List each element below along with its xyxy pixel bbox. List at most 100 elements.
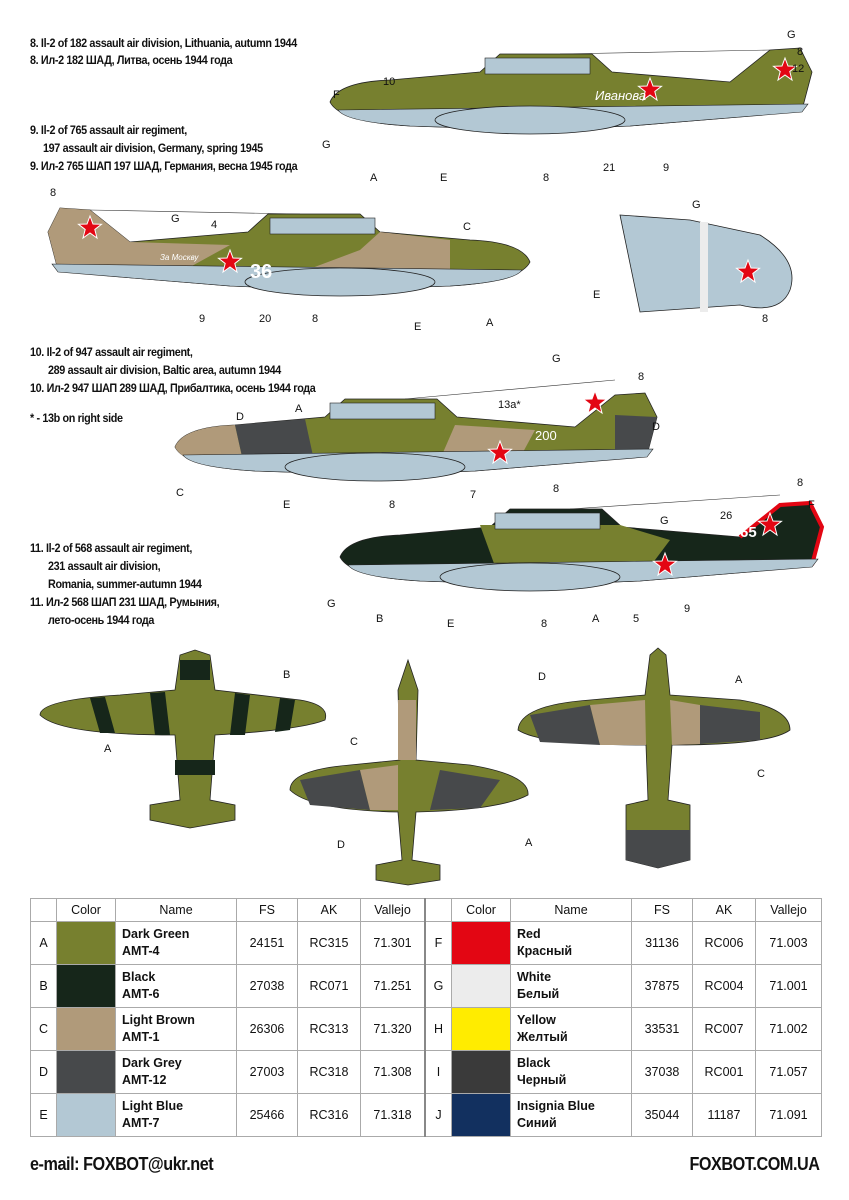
caption-10-ru: 10. Ил-2 947 ШАП 289 ШАД, Прибалтика, ос…	[30, 381, 316, 395]
caption-8-ru: 8. Ил-2 182 ШАД, Литва, осень 1944 года	[30, 53, 233, 67]
callout-label: D	[652, 421, 660, 433]
color-code: H	[424, 1007, 452, 1051]
aircraft-code-200: 200	[535, 428, 557, 443]
color-code: I	[424, 1050, 452, 1094]
callout-label: 26	[720, 510, 732, 522]
callout-label: C	[350, 736, 358, 748]
color-name-en: Light Blue	[122, 1099, 184, 1113]
fs-code: 37875	[631, 964, 693, 1008]
aircraft-code-36: 36	[250, 261, 272, 283]
footnote-13b: * - 13b on right side	[30, 411, 123, 425]
ak-code: RC315	[297, 921, 361, 965]
fs-code: 27003	[236, 1050, 298, 1094]
slogan-marking: За Москву	[160, 253, 199, 262]
ak-code: RC001	[692, 1050, 756, 1094]
callout-label: 8	[553, 483, 559, 495]
callout-label: 9	[663, 162, 669, 174]
profile-11: 65	[339, 494, 825, 592]
callout-label: 8	[797, 46, 803, 58]
footer-email: e-mail: FOXBOT@ukr.net	[30, 1154, 214, 1174]
fs-code: 27038	[236, 964, 298, 1008]
callout-label: 10	[383, 76, 395, 88]
callout-label: 8	[50, 187, 56, 199]
fs-code: 25466	[236, 1093, 298, 1137]
callout-label: A	[592, 613, 600, 625]
ak-code: 11187	[692, 1093, 756, 1137]
color-name-alt: Желтый	[517, 1030, 568, 1044]
color-code: G	[424, 964, 452, 1008]
profile-10: 200	[174, 379, 658, 482]
planform-top-camouflage: C D A	[289, 658, 533, 886]
color-swatch	[56, 964, 116, 1008]
callout-label: G	[787, 29, 796, 41]
callout-label: C	[176, 487, 184, 499]
callout-label: G	[660, 515, 669, 527]
color-name-en: Dark Green	[122, 927, 190, 941]
vallejo-code: 71.318	[360, 1093, 426, 1137]
color-code: C	[30, 1007, 57, 1051]
aircraft-code-65: 65	[740, 524, 757, 541]
vallejo-code: 71.002	[755, 1007, 822, 1051]
profile-11-callouts: 8 F 26 G G B E 8 A 5 9	[327, 477, 815, 630]
planform-top-camouflage-2: D A C	[517, 647, 791, 869]
vallejo-code: 71.308	[360, 1050, 426, 1094]
caption-11-en-2: 231 assault air division,	[48, 559, 161, 573]
callout-label: 8	[797, 477, 803, 489]
aircraft-name-marking: Иванова	[595, 88, 646, 103]
color-code: F	[424, 921, 452, 965]
callout-label: 8	[389, 499, 395, 511]
callout-label: G	[692, 199, 701, 211]
color-swatch	[451, 1093, 511, 1137]
color-swatch	[56, 1050, 116, 1094]
color-code: E	[30, 1093, 57, 1137]
callout-label: 8	[312, 313, 318, 325]
callout-label: E	[440, 172, 447, 184]
fs-code: 35044	[631, 1093, 693, 1137]
color-name-alt: Черный	[517, 1073, 567, 1087]
color-swatch	[451, 1007, 511, 1051]
color-name-en: Insignia Blue	[517, 1099, 595, 1113]
callout-label: 12	[792, 63, 804, 75]
callout-label: D	[236, 411, 244, 423]
ak-code: RC313	[297, 1007, 361, 1051]
vallejo-code: 71.301	[360, 921, 426, 965]
color-name-en: Red	[517, 927, 541, 941]
fs-code: 33531	[631, 1007, 693, 1051]
callout-label: 4	[211, 219, 217, 231]
callout-label: E	[414, 321, 421, 333]
color-name-alt: AMT-1	[122, 1030, 160, 1044]
color-name-en: White	[517, 970, 552, 984]
color-swatch	[451, 921, 511, 965]
color-swatch	[56, 1093, 116, 1137]
profile-9	[47, 207, 531, 297]
caption-9-en-2: 197 assault air division, Germany, sprin…	[43, 141, 263, 155]
callout-label: F	[808, 499, 815, 511]
callout-label: 8	[762, 313, 768, 325]
vallejo-code: 71.320	[360, 1007, 426, 1051]
caption-11-en-1: 11. Il-2 of 568 assault air regiment,	[30, 541, 192, 555]
vallejo-code: 71.001	[755, 964, 822, 1008]
vallejo-code: 71.091	[755, 1093, 822, 1137]
callout-label: A	[525, 837, 533, 849]
callout-label: 13a*	[498, 399, 521, 411]
callout-label: E	[447, 618, 454, 630]
callout-label: 8	[543, 172, 549, 184]
callout-label: D	[337, 839, 345, 851]
caption-11-ru-2: лето-осень 1944 года	[48, 613, 155, 627]
callout-label: 9	[684, 603, 690, 615]
ak-code: RC007	[692, 1007, 756, 1051]
callout-label: A	[104, 743, 112, 755]
callout-label: 8	[541, 618, 547, 630]
callout-label: A	[295, 403, 303, 415]
profile-10-callouts: G 8 13a* D A D C E 8 7 8	[176, 353, 660, 511]
caption-9-ru: 9. Ил-2 765 ШАП 197 ШАД, Германия, весна…	[30, 159, 298, 173]
ak-code: RC006	[692, 921, 756, 965]
